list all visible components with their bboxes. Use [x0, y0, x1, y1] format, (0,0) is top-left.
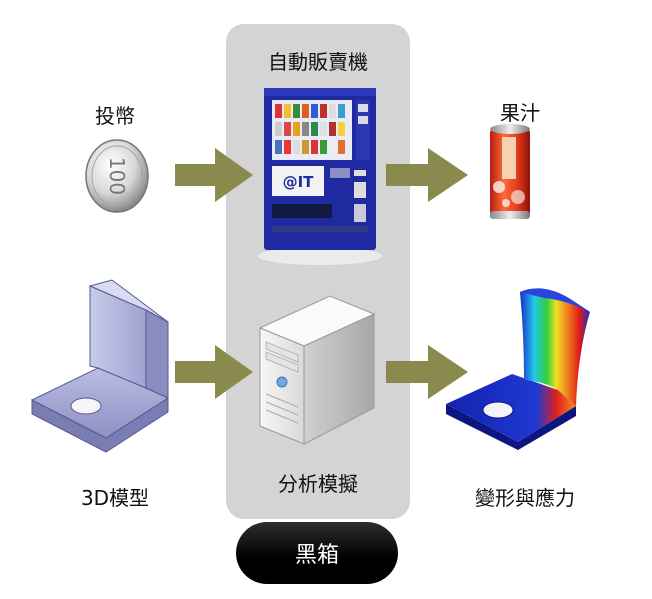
machine-brand-text: @IT: [283, 173, 315, 191]
l-bracket-model-image: [30, 279, 170, 453]
arrow-model-to-server: [175, 345, 253, 399]
arrow-server-to-result: [386, 345, 468, 399]
black-box-pill: 黑箱: [236, 522, 398, 584]
vending-machine-image: @IT: [258, 88, 382, 265]
3d-model-label: 3D模型: [80, 486, 150, 510]
arrow-machine-to-juice: [386, 148, 468, 202]
deformation-stress-label: 變形與應力: [475, 486, 575, 510]
stress-result-model-image: [446, 288, 590, 450]
coin-icon: 100: [85, 139, 149, 213]
insert-coin-label: 投幣: [95, 104, 135, 128]
vending-machine-label: 自動販賣機: [268, 50, 368, 74]
arrow-coin-to-machine: [175, 148, 253, 202]
black-box-label: 黑箱: [294, 543, 339, 568]
juice-label: 果汁: [500, 101, 540, 125]
juice-can-image: [490, 124, 530, 219]
server-computer-icon: [258, 295, 376, 445]
coin-value-text: 100: [105, 157, 129, 195]
analysis-simulation-label: 分析模擬: [278, 472, 358, 496]
